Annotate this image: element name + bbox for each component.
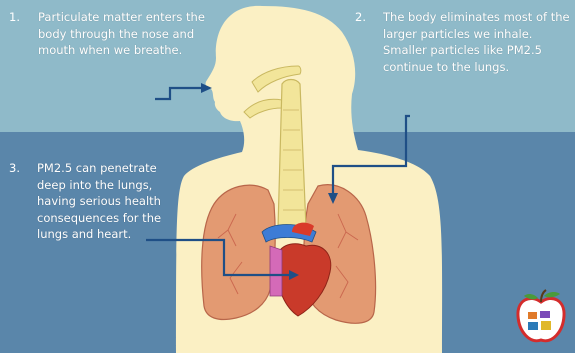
left-lung-illustration	[202, 185, 275, 319]
step-1-text: Particulate matter enters the body throu…	[38, 9, 223, 59]
apple-logo-icon	[514, 288, 568, 348]
step-1-number: 1.	[9, 9, 20, 26]
step-2-number: 2.	[355, 9, 366, 26]
step-2-text: The body eliminates most of the larger p…	[383, 9, 575, 75]
step-3-text: PM2.5 can penetrate deep into the lungs,…	[37, 160, 172, 243]
step-3-number: 3.	[9, 160, 20, 177]
arrow-1-to-nose	[155, 88, 202, 99]
